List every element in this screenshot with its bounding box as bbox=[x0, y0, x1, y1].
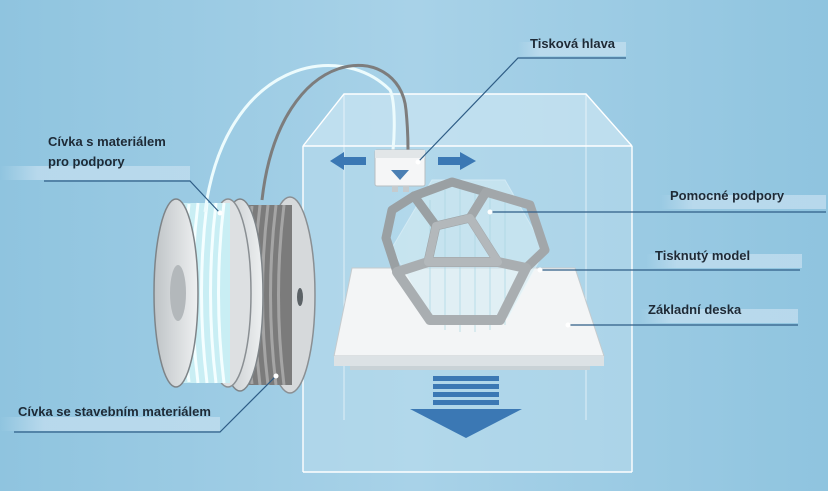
label-bar-support-spool bbox=[0, 166, 190, 180]
label-bar-build-plate bbox=[640, 309, 798, 323]
arrow-down-icon bbox=[410, 376, 522, 438]
arrow-left-icon bbox=[330, 152, 366, 170]
arrow-right-icon bbox=[438, 152, 476, 170]
leader-lines bbox=[14, 57, 826, 433]
label-printed-model: Tisknutý model bbox=[655, 248, 751, 263]
printed-model bbox=[381, 177, 550, 332]
label-build-plate: Základní deska bbox=[648, 302, 742, 317]
label-support-spool-line2: pro podpory bbox=[48, 154, 125, 169]
build-filament bbox=[260, 64, 410, 201]
label-support-spool-line1: Cívka s materiálem bbox=[48, 134, 166, 149]
label-support-material: Pomocné podpory bbox=[670, 188, 785, 203]
label-bar-build-spool bbox=[0, 417, 220, 431]
label-bar-print-head bbox=[518, 42, 626, 56]
label-build-spool: Cívka se stavebním materiálem bbox=[18, 404, 211, 419]
leader-dots bbox=[217, 159, 571, 379]
print-head bbox=[374, 149, 426, 192]
label-print-head: Tisková hlava bbox=[530, 36, 616, 51]
label-bar-support-material bbox=[660, 195, 826, 209]
support-material-spool bbox=[153, 198, 252, 388]
label-bar-printed-model bbox=[646, 254, 802, 268]
